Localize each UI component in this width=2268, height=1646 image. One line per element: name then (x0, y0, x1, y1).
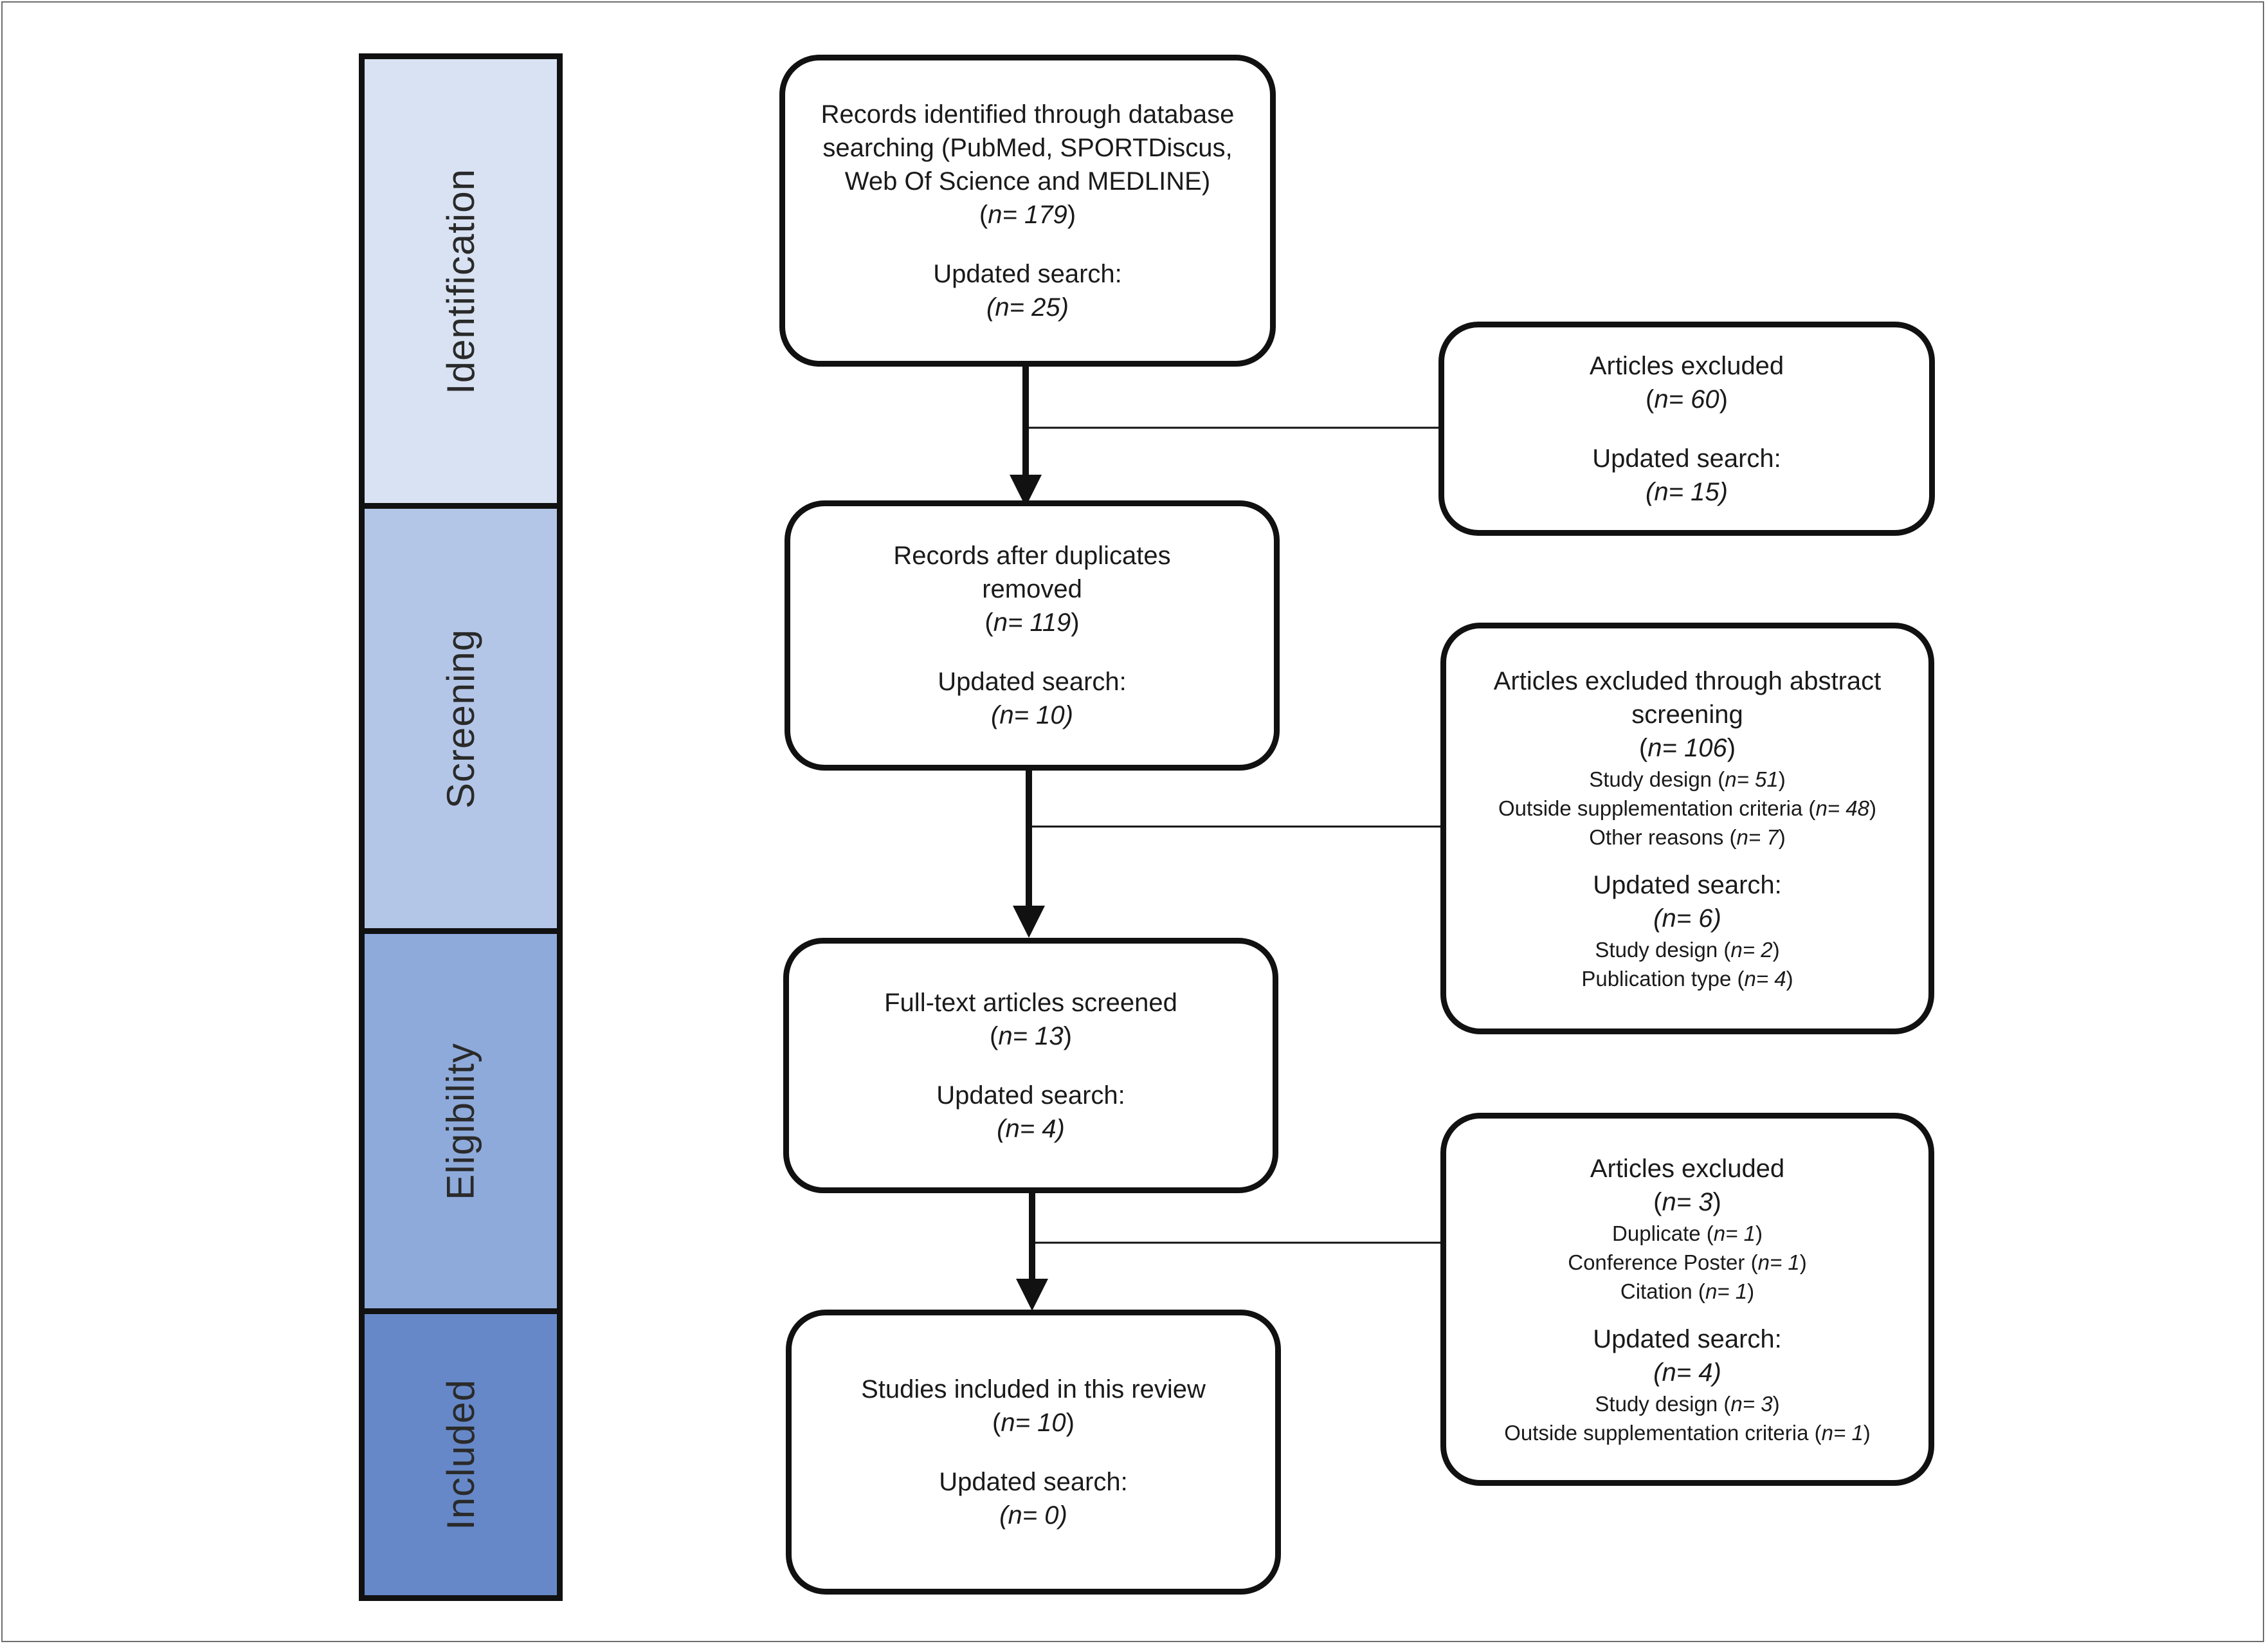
excluded1-updated-label: Updated search: (1592, 444, 1781, 473)
stage-screening: Screening (359, 503, 563, 934)
included-line1: Studies included in this review (861, 1375, 1206, 1404)
excluded2-updated-reason: Publication type (n= 4) (1581, 966, 1793, 991)
screened-updated-count: (n= 10) (991, 701, 1073, 729)
excluded2-box: Articles excluded through abstract scree… (1440, 623, 1934, 1034)
excluded3-reason: Conference Poster (n= 1) (1568, 1250, 1807, 1274)
screened-box: Records after duplicates removed (n= 119… (785, 500, 1280, 771)
identified-count: (n= 179) (979, 200, 1076, 229)
excluded2-updated-label: Updated search: (1593, 870, 1782, 899)
fulltext-box: Full-text articles screened (n= 13) Upda… (783, 938, 1278, 1193)
excluded2-updated-reason: Study design (n= 2) (1595, 937, 1780, 962)
fulltext-line1: Full-text articles screened (884, 988, 1177, 1017)
screened-line1: Records after duplicates (893, 542, 1171, 570)
identified-line1: Records identified through database (821, 100, 1235, 129)
excluded3-updated-reason: Outside supplementation criteria (n= 1) (1504, 1420, 1871, 1445)
fulltext-updated-label: Updated search: (936, 1081, 1125, 1110)
excluded3-updated-count: (n= 4) (1653, 1358, 1721, 1387)
identified-updated-label: Updated search: (933, 259, 1122, 288)
screened-line2: removed (982, 575, 1082, 603)
included-updated-label: Updated search: (939, 1467, 1128, 1496)
excluded3-reason: Citation (n= 1) (1620, 1279, 1755, 1303)
excluded3-line1: Articles excluded (1590, 1154, 1785, 1183)
excluded2-count: (n= 106) (1638, 733, 1736, 762)
stage-included: Included (359, 1308, 563, 1601)
identified-line3: Web Of Science and MEDLINE) (844, 167, 1211, 196)
excluded1-box: Articles excluded (n= 60) Updated search… (1438, 322, 1935, 536)
excluded2-reason: Outside supplementation criteria (n= 48) (1498, 796, 1876, 820)
excluded2-updated-count: (n= 6) (1653, 904, 1721, 933)
identified-box: Records identified through database sear… (779, 55, 1276, 367)
excluded2-line2: screening (1631, 700, 1743, 729)
excluded1-count: (n= 60) (1646, 385, 1728, 414)
fulltext-count: (n= 13) (990, 1021, 1072, 1050)
excluded1-updated-count: (n= 15) (1646, 477, 1728, 506)
included-count: (n= 10) (992, 1408, 1075, 1437)
identified-line2: searching (PubMed, SPORTDiscus, (822, 133, 1233, 162)
excluded2-reason: Study design (n= 51) (1589, 767, 1786, 791)
screened-count: (n= 119) (984, 608, 1080, 637)
excluded3-box: Articles excluded (n= 3) Duplicate (n= 1… (1440, 1113, 1934, 1486)
excluded3-updated-reason: Study design (n= 3) (1595, 1391, 1780, 1416)
included-box: Studies included in this review (n= 10) … (786, 1310, 1281, 1595)
excluded3-reason: Duplicate (n= 1) (1612, 1221, 1763, 1245)
excluded3-updated-label: Updated search: (1593, 1324, 1782, 1353)
fulltext-updated-count: (n= 4) (997, 1114, 1065, 1143)
excluded1-line1: Articles excluded (1589, 351, 1784, 380)
included-updated-count: (n= 0) (999, 1501, 1067, 1530)
excluded2-reason: Other reasons (n= 7) (1589, 825, 1786, 849)
identified-updated-count: (n= 25) (986, 293, 1069, 322)
screened-updated-label: Updated search: (938, 668, 1127, 696)
excluded3-count: (n= 3) (1653, 1187, 1721, 1216)
excluded2-line1: Articles excluded through abstract (1493, 666, 1882, 695)
